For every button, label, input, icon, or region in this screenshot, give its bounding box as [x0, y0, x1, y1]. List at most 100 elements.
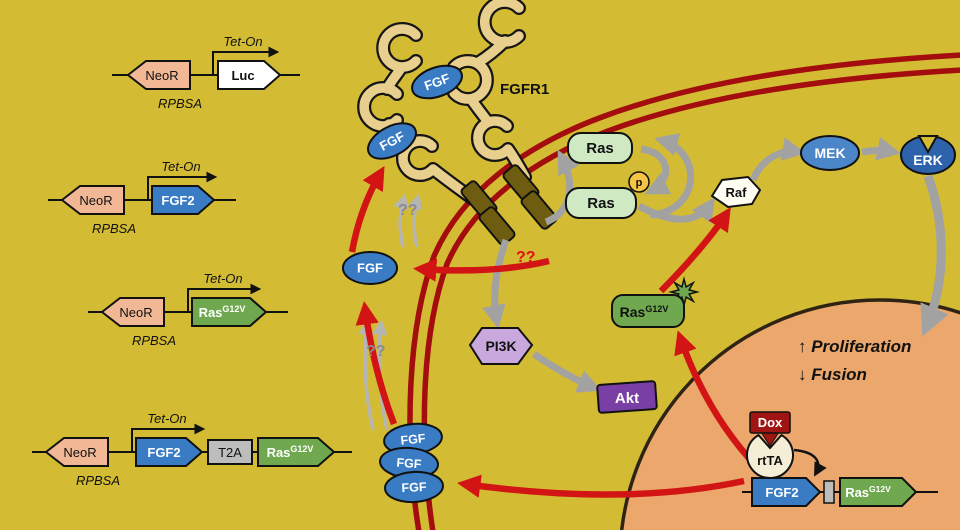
kinase-domain — [478, 206, 516, 246]
promoter-label: Tet-On — [147, 411, 186, 426]
akt-label: Akt — [615, 390, 639, 407]
neor-label: NeoR — [145, 68, 178, 83]
fgf-free: FGF — [342, 251, 398, 285]
promoter-label: Tet-On — [203, 271, 242, 286]
gene-name: Ras — [845, 485, 869, 500]
gene-sup: G12V — [290, 444, 313, 454]
integrated-linker — [823, 480, 835, 504]
promoter-arrow — [131, 423, 206, 452]
construct-fgf2-t2a-rasg12v: NeoR Tet-On FGF2 T2A RasG12V RPBSA — [32, 411, 352, 488]
rpbsa-label: RPBSA — [158, 96, 202, 111]
fgf-label: FGF — [400, 431, 427, 448]
fgf-label: FGF — [357, 261, 383, 276]
nucleus: ↑ Proliferation ↓ Fusion — [620, 298, 960, 530]
fgf-ellipse — [367, 122, 417, 160]
arrow-pi3k-to-akt — [532, 351, 602, 393]
gene-name: Ras — [267, 445, 291, 460]
promoter-label: Tet-On — [223, 34, 262, 49]
ras-gdp-node — [567, 132, 633, 164]
fgf-ligand-bound-1: FGF — [411, 64, 463, 100]
arrow-mek-to-erk — [861, 137, 902, 161]
promoter-arrow — [187, 283, 262, 312]
fgf2-gene — [135, 437, 204, 467]
red-arrows — [348, 165, 760, 498]
receptor-label: FGFR1 — [500, 81, 549, 98]
fgf-ellipse — [384, 470, 444, 504]
fgf-ligands: FGF FGF FGF FGF FGF FGF — [342, 64, 463, 504]
rasg12v-gene — [191, 297, 268, 327]
ras-gtp-node — [565, 187, 637, 219]
arrow-ras-to-raf — [637, 197, 716, 224]
arrow-receptor-to-fgf-feedback — [412, 257, 550, 282]
rpbsa-label: RPBSA — [92, 221, 136, 236]
arrow-raf-to-mek — [749, 137, 807, 182]
pi3k-label: PI3K — [485, 338, 516, 354]
integrated-fgf2-gene — [751, 477, 822, 507]
arrow-stack-to-fgf-red — [355, 301, 398, 426]
integrated-fgf2-label: FGF2 — [765, 485, 798, 500]
arrow-ras-cycle-down — [640, 145, 672, 195]
dox-label: Dox — [758, 415, 783, 430]
phospho-badge — [628, 171, 650, 193]
arrow-rasg12v-to-raf — [658, 207, 731, 294]
arrow-stack-up-q1 — [358, 319, 375, 431]
promoter-arrow — [147, 171, 218, 200]
rasg12v-label: RasG12V — [199, 304, 246, 320]
question-secretion: ?? — [398, 202, 418, 219]
ras-gdp-label: Ras — [586, 140, 614, 157]
gene-sup: G12V — [645, 304, 668, 314]
rasg12v-label: RasG12V — [267, 444, 314, 460]
gene-name: Ras — [620, 304, 646, 320]
arrow-erk-to-nucleus — [920, 174, 949, 337]
secreted-fgf-stack: FGF FGF FGF — [379, 422, 444, 504]
fgf-label: FGF — [396, 456, 422, 472]
fgf2-label: FGF2 — [161, 193, 194, 208]
arrow-rtta-to-construct — [793, 448, 827, 477]
promoter-label: Tet-On — [161, 159, 200, 174]
raf-label: Raf — [726, 185, 748, 200]
neor-cassette — [100, 297, 165, 327]
signaling-nodes: Ras Ras p Raf MEK ERK PI3K Akt RasG12V — [468, 132, 956, 414]
neor-cassette — [126, 60, 191, 90]
rtta-label: rtTA — [757, 453, 783, 468]
arrow-receptor-to-pi3k — [482, 238, 510, 330]
rasg12v-gene — [257, 437, 336, 467]
arrow-fgf-to-receptor-red — [348, 165, 385, 253]
neor-cassette — [60, 185, 125, 215]
rpbsa-label: RPBSA — [76, 473, 120, 488]
rasg12v-node — [611, 294, 685, 328]
ras-gtp-label: Ras — [587, 195, 615, 212]
gene-sup: G12V — [869, 484, 891, 494]
akt-node — [596, 380, 658, 414]
fgf2-label: FGF2 — [147, 445, 180, 460]
arrow-construct-to-stack — [457, 474, 745, 498]
luc-gene — [217, 60, 282, 90]
question-autocrine: ?? — [366, 343, 386, 360]
integrated-rasg12v-label: RasG12V — [845, 484, 891, 500]
secreted-fgf: FGF — [384, 470, 444, 504]
nucleus-body — [620, 298, 960, 530]
arrow-construct-to-rasg12v — [674, 330, 760, 470]
pi3k-node — [468, 327, 534, 365]
rpbsa-label: RPBSA — [132, 333, 176, 348]
neor-label: NeoR — [79, 193, 112, 208]
fgf-label: FGF — [401, 480, 427, 495]
neor-label: NeoR — [119, 305, 152, 320]
raf-node — [710, 175, 762, 209]
dox-box — [749, 411, 791, 434]
t2a-label: T2A — [218, 445, 242, 460]
arrow-fgf-to-receptor-q1 — [393, 193, 409, 248]
promoter-arrow — [212, 46, 280, 75]
question-feedback: ?? — [516, 249, 536, 266]
gene-name: Ras — [199, 305, 223, 320]
rasg12v-label: RasG12V — [620, 304, 669, 320]
nucleus-contents: Dox rtTA FGF2 RasG12V — [742, 411, 938, 507]
fgf-ligand-bound-2: FGF — [367, 122, 417, 160]
luc-label: Luc — [231, 68, 254, 83]
fgf2-gene — [151, 185, 216, 215]
arrow-fgf-to-receptor-q2 — [407, 193, 423, 248]
neor-cassette — [44, 437, 109, 467]
fgf-ellipse — [411, 64, 463, 100]
